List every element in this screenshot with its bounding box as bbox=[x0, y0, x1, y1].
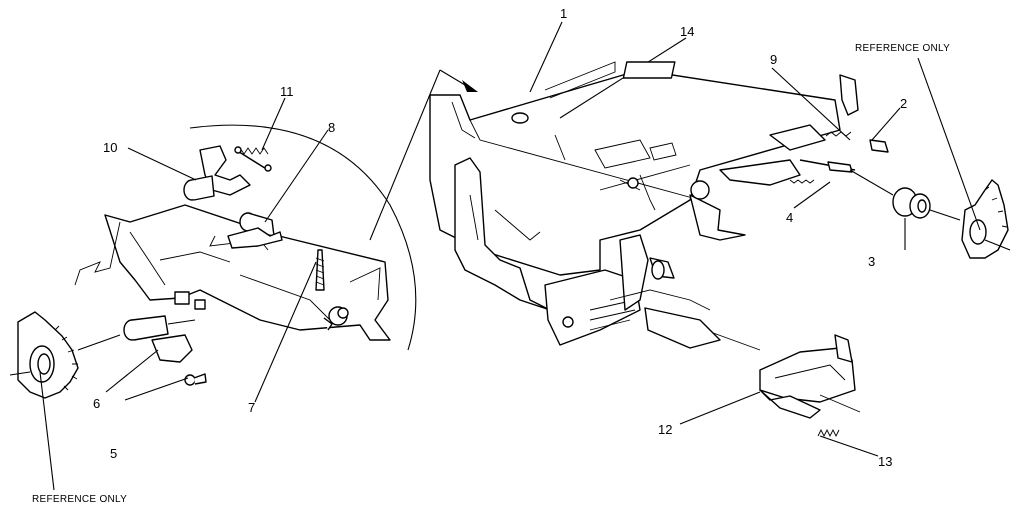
main-frame-rear-tabs bbox=[627, 74, 859, 280]
part-9-spring bbox=[825, 131, 852, 137]
part-12-lever-assembly bbox=[644, 307, 861, 419]
callout-2: 2 bbox=[900, 96, 907, 111]
callout-13: 13 bbox=[878, 454, 892, 469]
callout-5: 5 bbox=[110, 446, 117, 461]
callout-12: 12 bbox=[658, 422, 672, 437]
part-4-shaft bbox=[789, 159, 856, 184]
callout-8: 8 bbox=[328, 120, 335, 135]
left-reference-gear bbox=[9, 311, 121, 399]
detail-view-boundary bbox=[189, 69, 478, 351]
right-reference-gear bbox=[961, 179, 1011, 259]
main-frame-lower bbox=[454, 157, 711, 346]
reference-labels: REFERENCE ONLY REFERENCE ONLY bbox=[32, 43, 950, 505]
callout-10: 10 bbox=[103, 140, 117, 155]
part-13-spring bbox=[817, 428, 840, 438]
callout-1: 1 bbox=[560, 6, 567, 21]
callout-14: 14 bbox=[680, 24, 694, 39]
part-3-bushing bbox=[849, 169, 961, 221]
leader-lines bbox=[39, 21, 981, 491]
reference-only-bottom-left: REFERENCE ONLY bbox=[32, 494, 127, 505]
part-5-screw bbox=[184, 373, 207, 386]
callout-11: 11 bbox=[280, 84, 294, 99]
part-8-bushing bbox=[227, 212, 283, 249]
callout-4: 4 bbox=[786, 210, 793, 225]
callout-6: 6 bbox=[93, 396, 100, 411]
part-10-lever bbox=[183, 145, 251, 201]
callout-numbers: 1 2 3 4 5 6 7 8 9 10 11 12 13 14 bbox=[93, 6, 907, 469]
part-7-spring-post bbox=[315, 249, 349, 331]
part-11-spring bbox=[234, 146, 272, 172]
reference-only-top-right: REFERENCE ONLY bbox=[855, 43, 950, 54]
callout-9: 9 bbox=[770, 52, 777, 67]
callout-3: 3 bbox=[868, 254, 875, 269]
part-2-clip bbox=[869, 139, 889, 153]
part-6-cam bbox=[123, 315, 196, 363]
callout-7: 7 bbox=[248, 400, 255, 415]
